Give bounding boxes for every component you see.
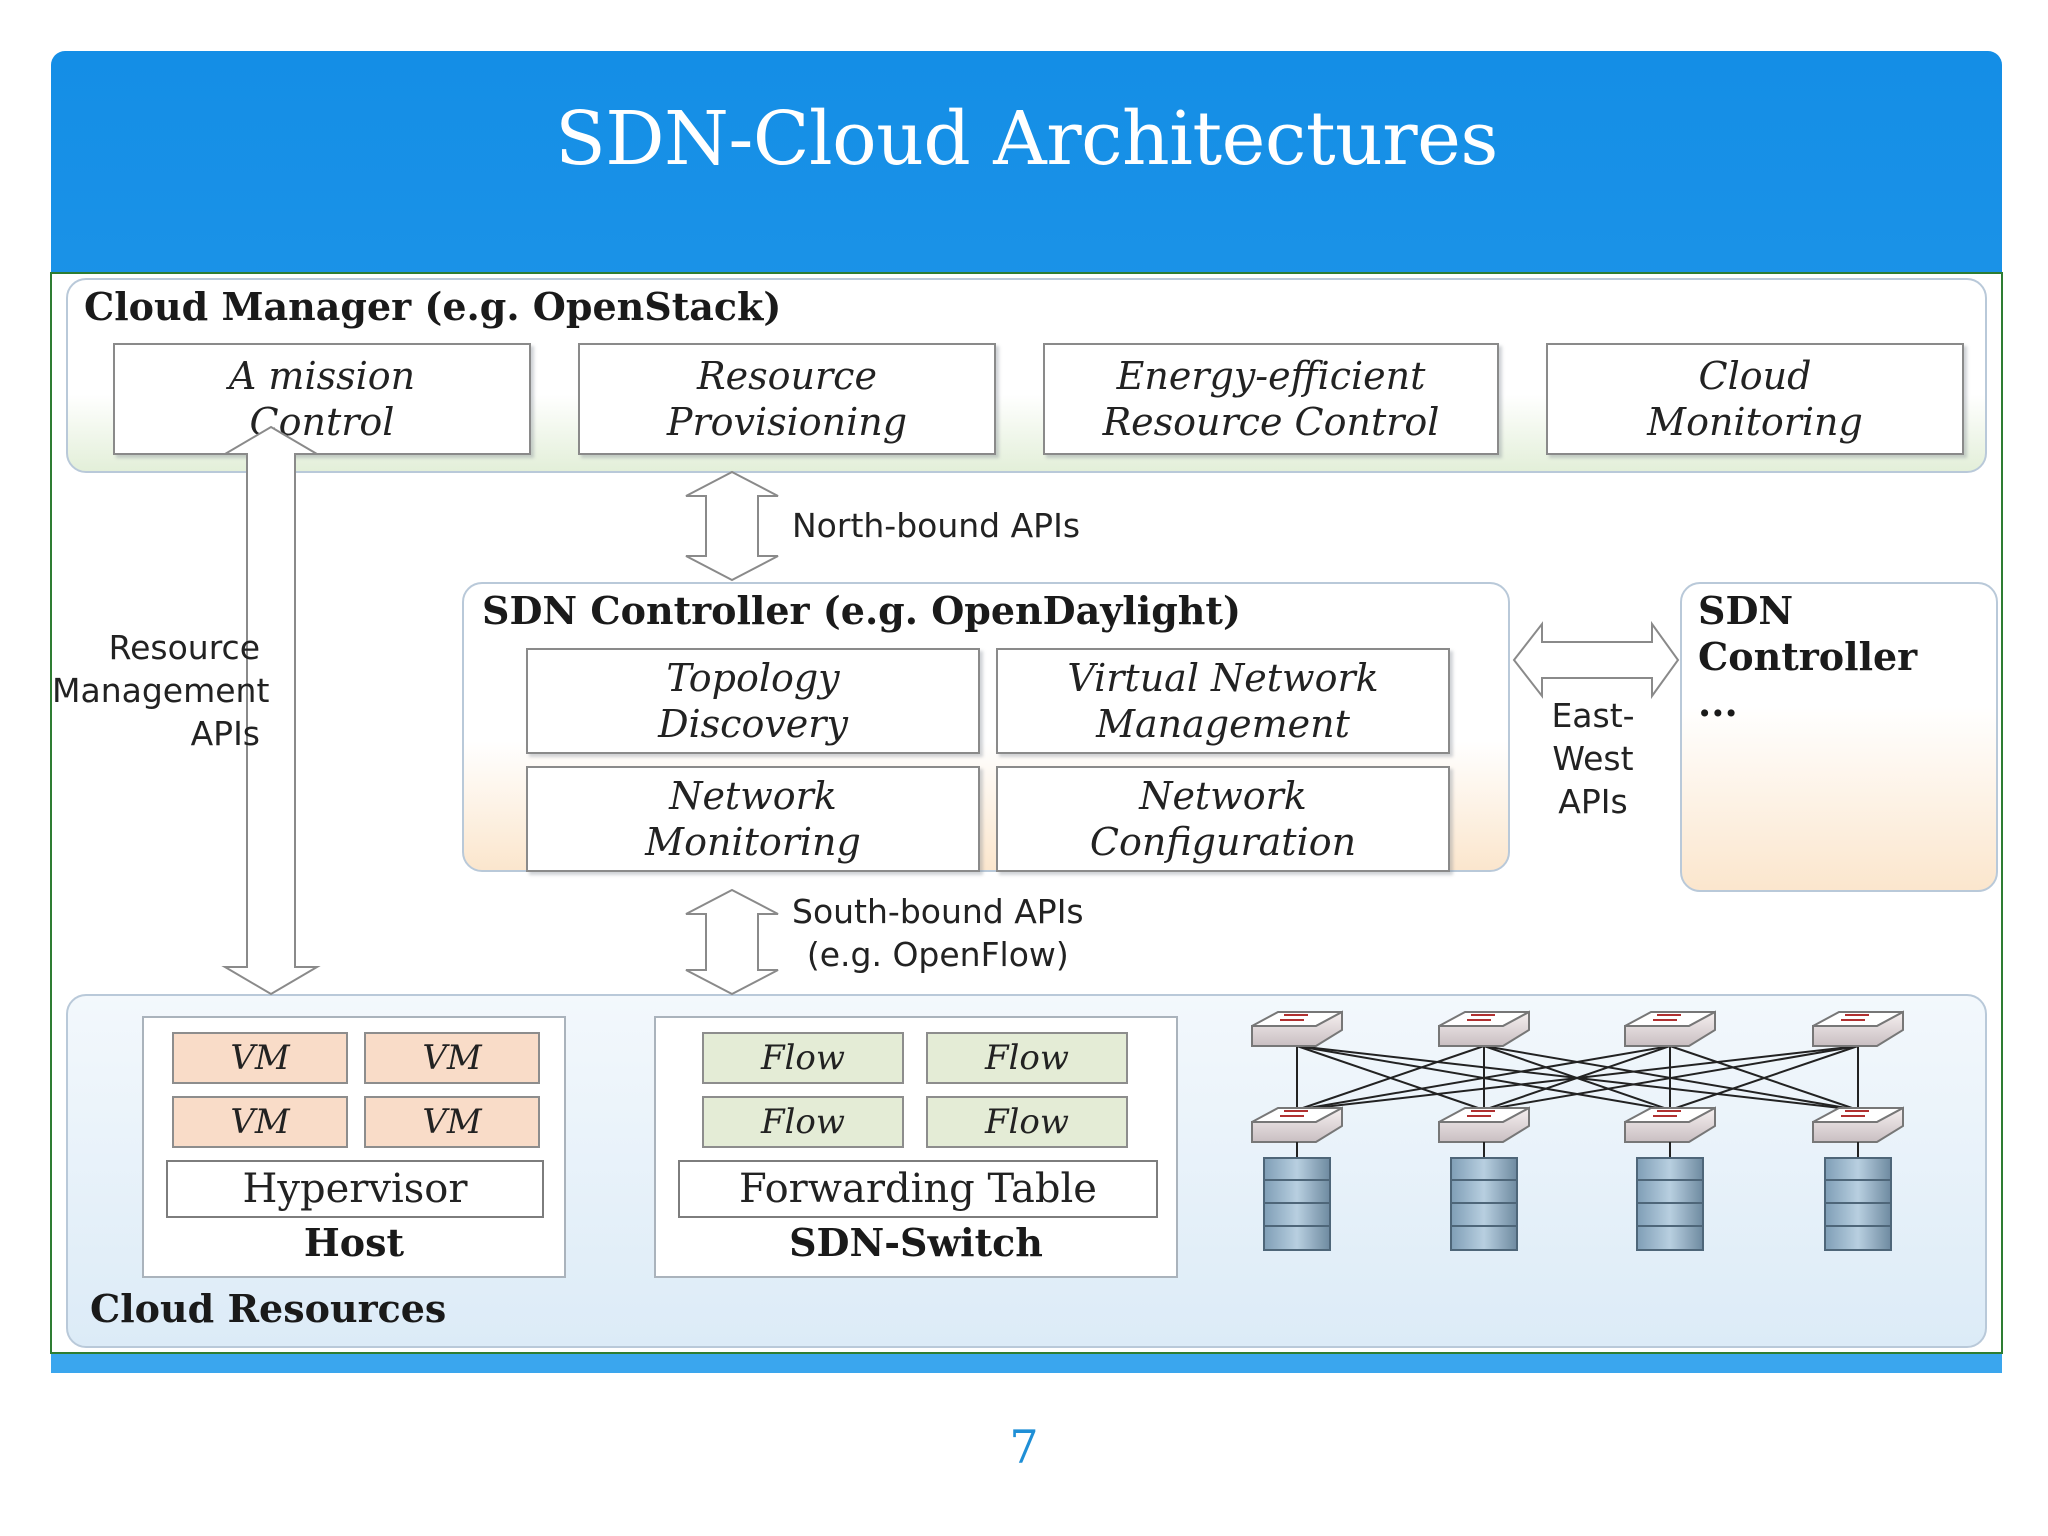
diagram-arrows: [221, 425, 1904, 1251]
hypervisor-box: Hypervisor: [166, 1160, 544, 1218]
host-label: Host: [303, 1220, 405, 1265]
sdn-controller-title: SDN Controller (e.g. OpenDaylight): [482, 588, 1241, 633]
architecture-diagram: Cloud Manager (e.g. OpenStack) A mission…: [50, 272, 2003, 1354]
network-monitoring-box: Network Monitoring: [526, 766, 980, 872]
network-switch-icon: [1812, 1010, 1904, 1047]
network-switch-icon: [1251, 1106, 1343, 1143]
resource-management-apis-label: Resource Management APIs: [52, 628, 270, 753]
topology-discovery-box: Topology Discovery: [526, 648, 980, 754]
vm-box: VM: [364, 1096, 540, 1148]
sdn-switch-box: Flow Flow Flow Flow Forwarding Table SDN…: [654, 1016, 1178, 1278]
north-bound-arrow: [685, 470, 779, 582]
server-rack-icon: [1636, 1142, 1704, 1251]
server-rack-icon: [1450, 1142, 1518, 1251]
host-box: VM VM VM VM Hypervisor Host: [142, 1016, 566, 1278]
vm-box: VM: [172, 1096, 348, 1148]
page-number: 7: [1009, 1420, 1039, 1474]
cloud-manager-panel: Cloud Manager (e.g. OpenStack) A mission…: [66, 278, 1987, 473]
virtual-network-management-box: Virtual Network Management: [996, 648, 1450, 754]
south-bound-arrow: [685, 888, 779, 996]
network-links: [1296, 1045, 1859, 1111]
sdn-switch-label: SDN-Switch: [789, 1220, 1043, 1265]
energy-efficient-control-box: Energy-efficient Resource Control: [1043, 343, 1499, 455]
south-bound-apis-label: South-bound APIs (e.g. OpenFlow): [792, 892, 1084, 974]
flow-entry-box: Flow: [702, 1032, 904, 1084]
resource-provisioning-box: Resource Provisioning: [578, 343, 996, 455]
network-switch-icon: [1438, 1106, 1530, 1143]
vm-box: VM: [172, 1032, 348, 1084]
other-sdn-controller-panel: SDN Controller ...: [1680, 582, 1998, 892]
east-west-apis-label: East- West APIs: [1551, 696, 1635, 821]
network-configuration-box: Network Configuration: [996, 766, 1450, 872]
network-switch-icon: [1624, 1010, 1716, 1047]
cloud-monitoring-box: Cloud Monitoring: [1546, 343, 1964, 455]
east-west-arrow: [1512, 620, 1680, 700]
flow-entry-box: Flow: [926, 1032, 1128, 1084]
resource-management-arrow: [221, 425, 321, 996]
sdn-controller-panel: SDN Controller (e.g. OpenDaylight) Topol…: [462, 582, 1510, 872]
cloud-manager-title: Cloud Manager (e.g. OpenStack): [84, 284, 782, 329]
cloud-resources-panel: Cloud Resources VM VM VM VM Hypervisor H…: [66, 994, 1987, 1348]
flow-entry-box: Flow: [926, 1096, 1128, 1148]
slide-title: SDN-Cloud Architectures: [555, 96, 1498, 182]
north-bound-apis-label: North-bound APIs: [792, 506, 1081, 545]
admission-control-box: A mission Control: [113, 343, 531, 455]
server-rack-icon: [1824, 1142, 1892, 1251]
other-sdn-controller-title: SDN Controller ...: [1698, 588, 1918, 725]
vm-box: VM: [364, 1032, 540, 1084]
flow-entry-box: Flow: [702, 1096, 904, 1148]
network-switch-icon: [1812, 1106, 1904, 1143]
network-switch-icon: [1624, 1106, 1716, 1143]
forwarding-table-box: Forwarding Table: [678, 1160, 1158, 1218]
network-switch-icon: [1438, 1010, 1530, 1047]
server-rack-icon: [1263, 1142, 1331, 1251]
network-switch-icon: [1251, 1010, 1343, 1047]
cloud-resources-title: Cloud Resources: [90, 1286, 447, 1331]
